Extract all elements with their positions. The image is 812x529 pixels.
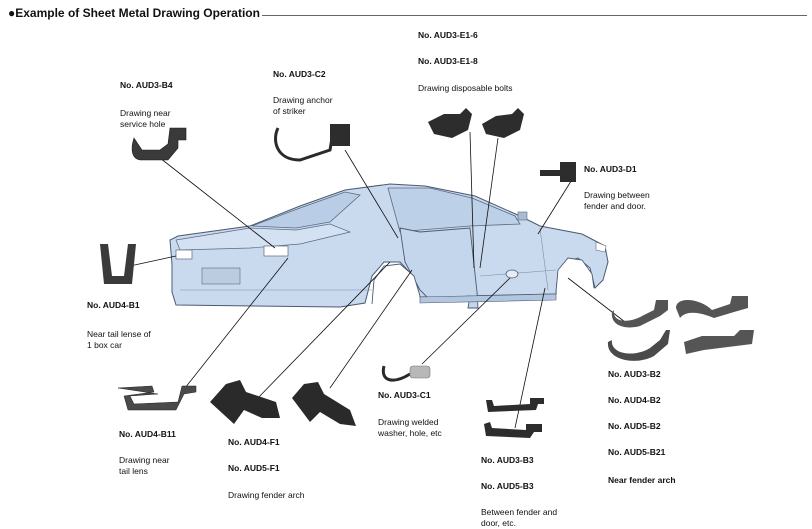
desc-aud3-b2: Near fender arch: [608, 475, 676, 485]
label-aud5-b2: No. AUD5-B2: [608, 421, 661, 431]
leader-f1-a: [255, 261, 391, 401]
tool-aud4-b2: [676, 296, 748, 318]
label-aud4-b11: No. AUD4-B11: [119, 429, 176, 439]
label-aud3-e1-6: No. AUD3-E1-6: [418, 30, 478, 40]
tool-aud3-c2-block: [330, 124, 350, 146]
rear-window: [251, 191, 361, 229]
tool-aud4-b11: [117, 385, 197, 411]
tail-light-left: [175, 249, 193, 260]
tool-aud3-b3: [486, 398, 544, 412]
tool-aud3-d1: [540, 162, 576, 182]
desc-aud3-d1-line2: fender and door.: [584, 201, 646, 211]
leader-f1-b: [329, 269, 413, 389]
desc-aud3-c1-line2: washer, hole, etc: [378, 428, 442, 438]
tool-aud5-b21: [684, 330, 754, 354]
desc-aud4-b11-line1: Drawing near: [119, 455, 170, 465]
front-wheel-arch: [555, 257, 595, 293]
tool-aud3-b4: [131, 127, 187, 161]
desc-aud3-b4-line1: Drawing near: [120, 108, 171, 118]
trunk-lid: [175, 223, 352, 251]
tool-aud3-e1-8: [482, 108, 524, 138]
label-aud5-b3: No. AUD5-B3: [481, 481, 534, 491]
tool-aud3-c2: [274, 127, 334, 162]
desc-aud4-b1-line2: 1 box car: [87, 340, 122, 350]
desc-aud3-c2-line2: of striker: [273, 106, 306, 116]
door-seam: [539, 227, 549, 291]
desc-aud3-b3-line1: Between fender and: [481, 507, 558, 517]
page-title: ●Example of Sheet Metal Drawing Operatio…: [8, 6, 260, 20]
plate-recess: [201, 267, 241, 285]
desc-aud3-d1-line1: Drawing between: [584, 190, 650, 200]
rocker-panel: [419, 293, 557, 304]
desc-aud3-b3-line2: door, etc.: [481, 518, 516, 528]
label-aud3-d1: No. AUD3-D1: [584, 164, 637, 174]
leader-b1: [129, 255, 177, 267]
leader-lines: [129, 131, 626, 429]
rear-wheel-arch: [371, 263, 421, 305]
label-aud4-f1: No. AUD4-F1: [228, 437, 280, 447]
tool-aud3-b2: [611, 300, 668, 328]
label-aud3-b2: No. AUD3-B2: [608, 369, 661, 379]
leader-b2: [567, 277, 626, 323]
tool-aud5-f1: [292, 382, 356, 426]
leader-c2: [344, 149, 399, 239]
tail-light-right: [263, 245, 289, 257]
title-rule: [262, 15, 807, 16]
label-aud3-c2: No. AUD3-C2: [273, 69, 326, 79]
desc-aud4-b1-line1: Near tail lense of: [87, 329, 151, 339]
headlight: [595, 241, 607, 253]
desc-aud4-f1: Drawing fender arch: [228, 490, 305, 500]
label-aud5-f1: No. AUD5-F1: [228, 463, 280, 473]
leader-b4: [159, 157, 276, 249]
desc-aud3-c1-line1: Drawing welded: [378, 417, 439, 427]
tool-aud3-c1: [381, 365, 411, 382]
desc-aud3-b4-line2: service hole: [120, 119, 166, 129]
tool-aud5-b2: [607, 330, 670, 361]
label-aud3-b3: No. AUD3-B3: [481, 455, 534, 465]
label-aud4-b1: No. AUD4-B1: [87, 300, 140, 310]
label-aud3-b4: No. AUD3-B4: [120, 80, 173, 90]
leader-e1-b: [479, 137, 499, 269]
tool-aud3-c1-tip: [409, 365, 431, 379]
tool-aud3-e1-6: [428, 108, 472, 138]
leader-b11: [184, 257, 289, 389]
desc-aud3-e1: Drawing disposable bolts: [418, 83, 513, 93]
leader-c1: [421, 277, 511, 365]
label-aud5-b21: No. AUD5-B21: [608, 447, 666, 457]
leader-e1-a: [469, 131, 475, 269]
tool-aud5-b3: [484, 422, 542, 438]
leader-d1: [537, 177, 574, 235]
side-mirror: [517, 211, 528, 221]
label-aud4-b2: No. AUD4-B2: [608, 395, 661, 405]
tools: [100, 108, 754, 438]
tool-aud4-f1: [210, 380, 280, 424]
label-aud3-e1-8: No. AUD3-E1-8: [418, 56, 478, 66]
fuel-cap: [505, 269, 519, 279]
label-aud3-c1: No. AUD3-C1: [378, 390, 431, 400]
tool-aud4-b1: [100, 244, 136, 284]
desc-aud4-b11-line2: tail lens: [119, 466, 148, 476]
car-illustration: [169, 183, 609, 309]
desc-aud3-c2-line1: Drawing anchor: [273, 95, 333, 105]
